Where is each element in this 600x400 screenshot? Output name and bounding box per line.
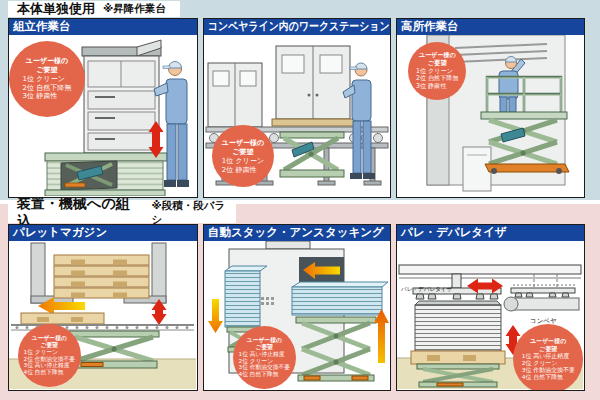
panel-title: 自動スタック・アンスタッキング: [204, 225, 390, 241]
user-request-badge: ユーザー様の ご要望 1位 クリーン 2位 自然下降無 3位 静粛性: [9, 41, 85, 117]
panel-auto-stacking: 自動スタック・アンスタッキング: [203, 224, 391, 391]
panel-title: パレ・デパレタイザ: [397, 225, 584, 241]
panel-elevated-platform: 高所作業台: [396, 18, 585, 198]
panel-conveyor-workstation: コンベヤライン内のワークステーション: [203, 18, 391, 198]
panel-assembly-workbench: 組立作業台: [8, 18, 198, 198]
panel-title: 高所作業台: [397, 19, 584, 35]
panel-title: コンベヤライン内のワークステーション: [204, 19, 390, 35]
user-request-badge: ユーザー様の ご要望 1位 高い停止精度 2位 クリーン 3位 作動油交換不要 …: [233, 326, 296, 389]
palletizer-label: パレ・デパレタイザ: [401, 279, 484, 298]
panel-pallet-magazine: パレットマガジン: [8, 224, 198, 391]
user-request-badge: ユーザー様の ご要望 1位 クリーン 2位 自然下降無 3位 静粛性: [408, 42, 466, 100]
panel-title: パレットマガジン: [9, 225, 197, 241]
user-request-badge: ユーザー様の ご要望 1位 高い停止精度 2位 クリーン 3位 作動油交換不要 …: [513, 324, 583, 390]
section-note: ※段積・段バラシ: [152, 199, 236, 227]
section-note: ※昇降作業台: [103, 2, 166, 16]
down-arrow-icon: [208, 299, 223, 333]
section-header-builtin: 装置・機械への組込 ※段積・段バラシ: [8, 202, 236, 223]
panel-title: 組立作業台: [9, 19, 197, 35]
user-request-badge: ユーザー様の ご要望 1位 クリーン 2位 作動油交換不要 3位 高い停止精度 …: [18, 324, 81, 387]
panel-palletizer: パレ・デパレタイザ: [396, 224, 585, 391]
auto-stacking-illustration: [204, 241, 389, 389]
section-header-standalone: 本体単独使用 ※昇降作業台: [8, 1, 180, 17]
section-title: 本体単独使用: [17, 0, 95, 18]
user-request-badge: ユーザー様の ご要望 1位 クリーン 2位 静粛性: [212, 125, 274, 187]
